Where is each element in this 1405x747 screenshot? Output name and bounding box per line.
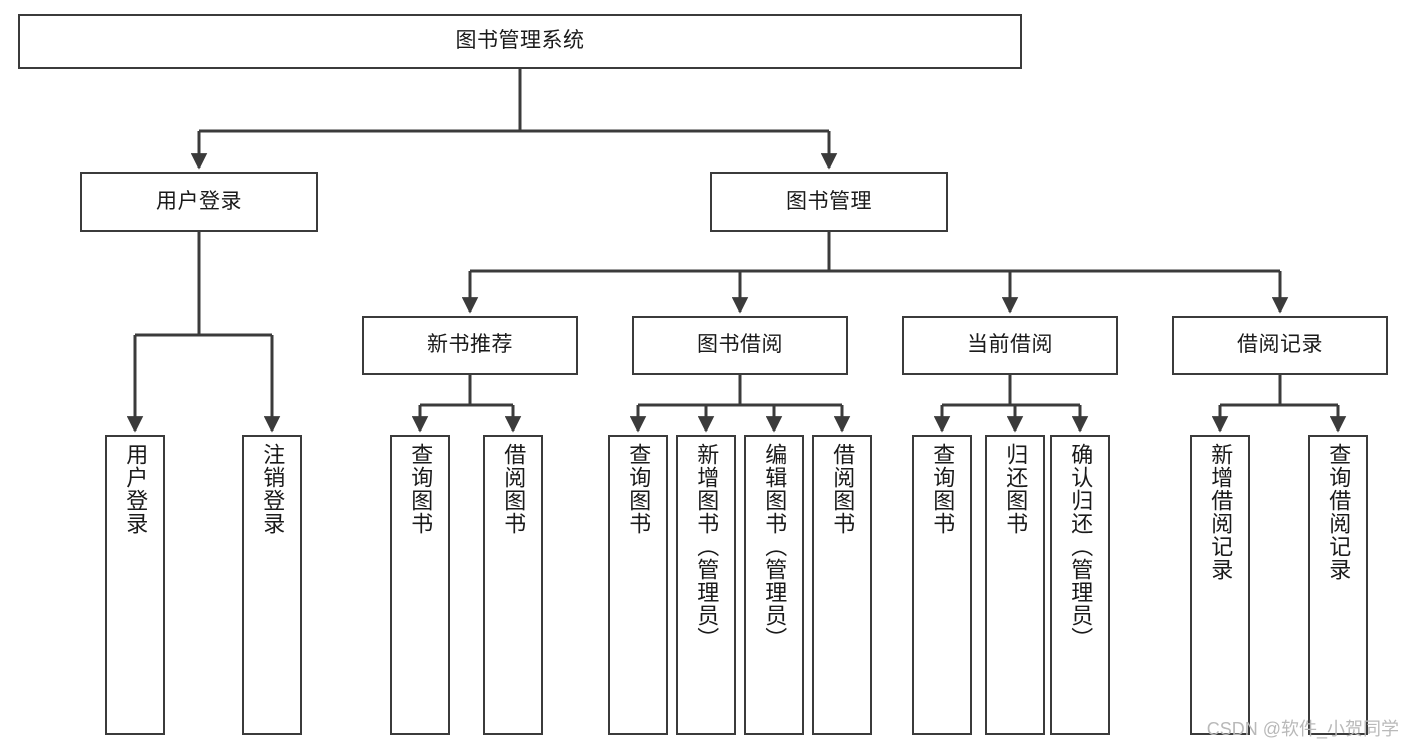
csdn-watermark: CSDN @软件_小贺同学 — [1206, 719, 1399, 739]
leaf-query-book-current[interactable]: 查询图书 — [912, 435, 972, 735]
leaf-return-book[interactable]: 归还图书 — [985, 435, 1045, 735]
node-new-book-recommend[interactable]: 新书推荐 — [362, 316, 578, 375]
leaf-borrow-book-new-rec-label: 借阅图书 — [501, 443, 527, 535]
leaf-add-book-admin[interactable]: 新增图书（管理员） — [676, 435, 736, 735]
leaf-query-book-new-rec[interactable]: 查询图书 — [390, 435, 450, 735]
node-root-label: 图书管理系统 — [455, 29, 585, 53]
leaf-logout-label: 注销登录 — [260, 443, 286, 535]
leaf-return-book-label: 归还图书 — [1003, 443, 1029, 535]
leaf-edit-book-admin[interactable]: 编辑图书（管理员） — [744, 435, 804, 735]
leaf-confirm-return-admin-label: 确认归还（管理员） — [1068, 443, 1094, 650]
leaf-user-login[interactable]: 用户登录 — [105, 435, 165, 735]
leaf-logout[interactable]: 注销登录 — [242, 435, 302, 735]
leaf-user-login-label: 用户登录 — [123, 443, 149, 535]
node-book-borrow-label: 图书借阅 — [697, 333, 783, 357]
node-book-manage-label: 图书管理 — [786, 189, 872, 213]
leaf-add-borrow-record[interactable]: 新增借阅记录 — [1190, 435, 1250, 735]
node-current-borrow-label: 当前借阅 — [967, 333, 1053, 357]
node-user-login[interactable]: 用户登录 — [80, 172, 318, 232]
leaf-borrow-book-new-rec[interactable]: 借阅图书 — [483, 435, 543, 735]
leaf-confirm-return-admin[interactable]: 确认归还（管理员） — [1050, 435, 1110, 735]
leaf-borrow-book-borrow-label: 借阅图书 — [830, 443, 856, 535]
node-user-login-label: 用户登录 — [156, 189, 242, 213]
leaf-query-borrow-record[interactable]: 查询借阅记录 — [1308, 435, 1368, 735]
node-root[interactable]: 图书管理系统 — [18, 14, 1022, 69]
node-book-manage[interactable]: 图书管理 — [710, 172, 948, 232]
leaf-query-borrow-record-label: 查询借阅记录 — [1326, 443, 1352, 581]
node-book-borrow[interactable]: 图书借阅 — [632, 316, 848, 375]
node-borrow-record[interactable]: 借阅记录 — [1172, 316, 1388, 375]
leaf-add-borrow-record-label: 新增借阅记录 — [1208, 443, 1234, 581]
node-borrow-record-label: 借阅记录 — [1237, 333, 1323, 357]
leaf-query-book-borrow-label: 查询图书 — [626, 443, 652, 535]
leaf-query-book-new-rec-label: 查询图书 — [408, 443, 434, 535]
leaf-edit-book-admin-label: 编辑图书（管理员） — [762, 443, 788, 650]
leaf-query-book-borrow[interactable]: 查询图书 — [608, 435, 668, 735]
node-new-book-recommend-label: 新书推荐 — [427, 333, 513, 357]
leaf-query-book-current-label: 查询图书 — [930, 443, 956, 535]
leaf-borrow-book-borrow[interactable]: 借阅图书 — [812, 435, 872, 735]
leaf-add-book-admin-label: 新增图书（管理员） — [694, 443, 720, 650]
node-current-borrow[interactable]: 当前借阅 — [902, 316, 1118, 375]
